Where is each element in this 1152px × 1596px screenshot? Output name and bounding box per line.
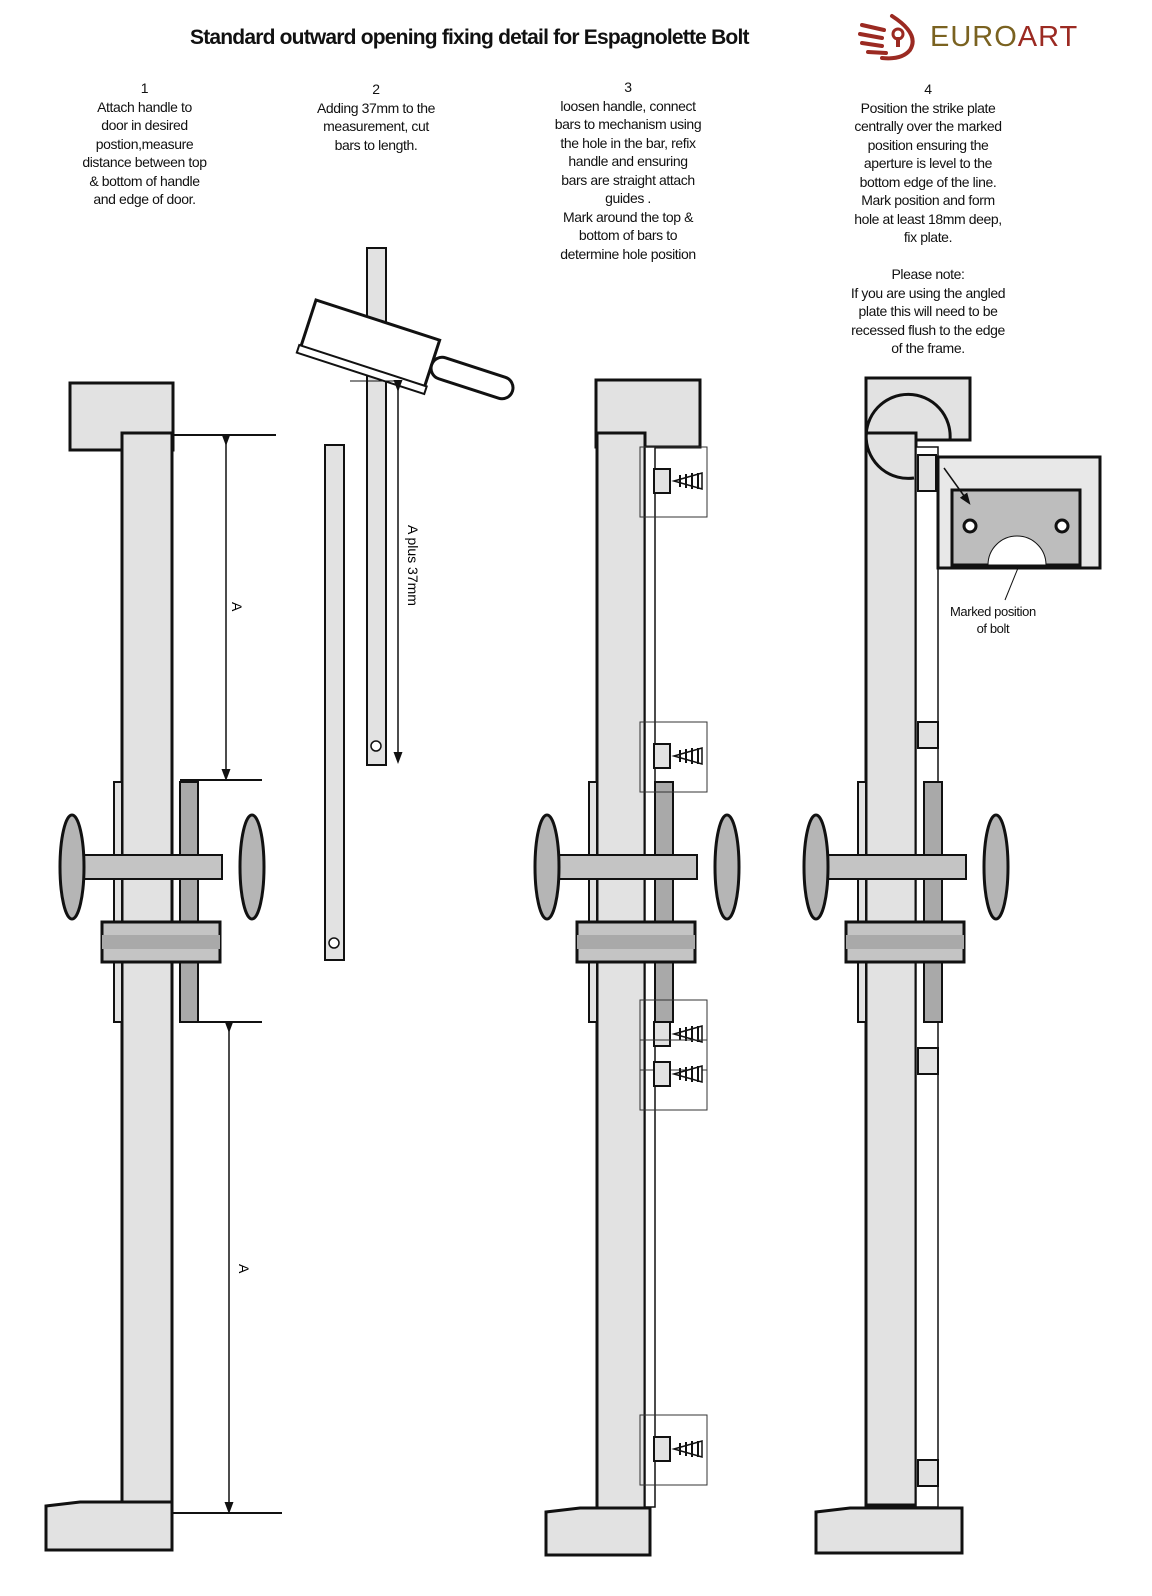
step-2: 2 Adding 37mm to the measurement, cut ba… (296, 80, 456, 154)
step-text: Position the strike plate centrally over… (850, 99, 1006, 357)
euroart-logo: EUROART (858, 12, 1078, 62)
step-number: 4 (924, 81, 932, 97)
step-number: 3 (624, 79, 632, 95)
logo-text: EUROART (930, 20, 1079, 53)
panel-1-door: A A (44, 381, 282, 1552)
step-3: 3 loosen handle, connect bars to mechani… (538, 78, 718, 263)
hacksaw-icon (295, 298, 515, 401)
step-number: 1 (140, 80, 149, 96)
step-1: 1 Attach handle to door in desired posti… (62, 79, 227, 209)
step-4: 4 Position the strike plate centrally ov… (832, 80, 1024, 358)
step-number: 2 (372, 81, 380, 97)
dimension-a-label: A (229, 602, 245, 612)
dimension-a-label: A (236, 1264, 252, 1274)
panel-4-strike-plate (802, 376, 1102, 1555)
panel-2-bars: A plus 37mm (295, 247, 515, 961)
marked-bolt-label: Marked position of bolt (950, 604, 1036, 636)
step-text: loosen handle, connect bars to mechanism… (554, 97, 702, 262)
step-text: Adding 37mm to the measurement, cut bars… (316, 99, 436, 153)
hand-keyhole-icon (858, 14, 915, 61)
panel-3-assembly (533, 378, 741, 1557)
step-text: Attach handle to door in desired postion… (82, 98, 207, 208)
dimension-a-plus-37mm-label: A plus 37mm (405, 525, 421, 606)
page-title: Standard outward opening fixing detail f… (190, 26, 749, 49)
